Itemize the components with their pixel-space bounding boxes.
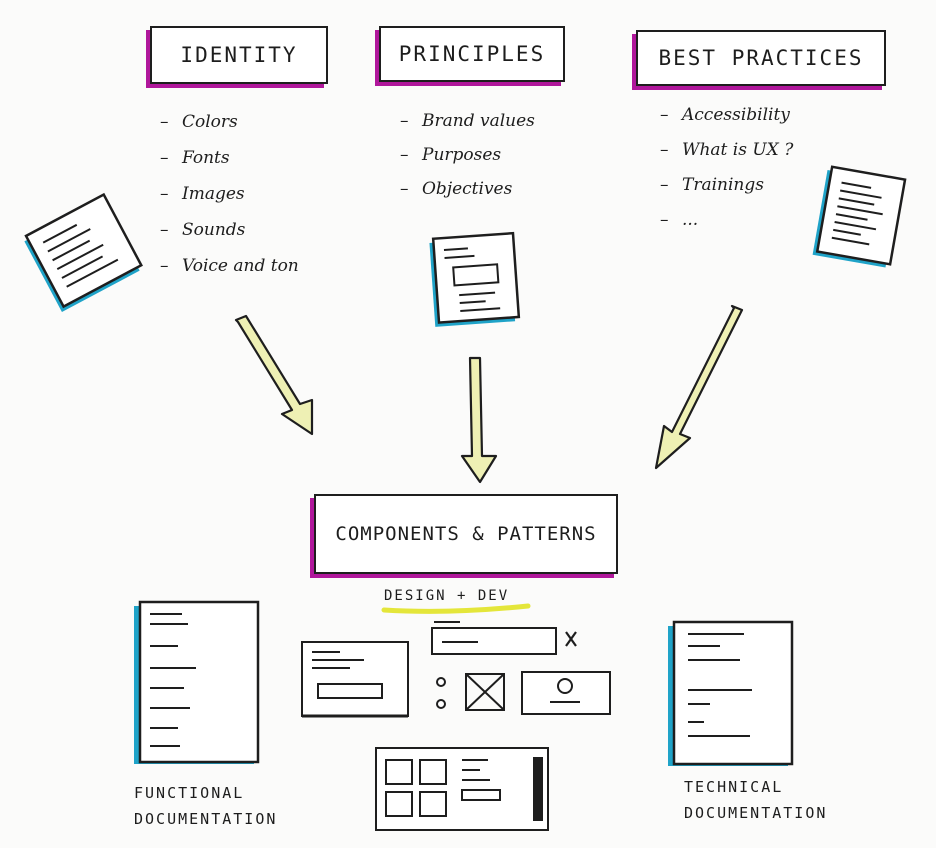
list-item: Purposes (400, 138, 535, 172)
principles-list: Brand values Purposes Objectives (400, 104, 535, 206)
list-item: Fonts (160, 140, 299, 176)
caption-line: FUNCTIONAL (134, 784, 245, 802)
scrollbar (533, 757, 543, 821)
document-icon (24, 192, 143, 312)
identity-list: Colors Fonts Images Sounds Voice and ton (160, 104, 299, 284)
caption-line: TECHNICAL (684, 778, 784, 796)
list-item: ... (660, 203, 793, 238)
document-icon (812, 165, 907, 268)
card-component (301, 641, 409, 718)
caption-line: DOCUMENTATION (134, 810, 278, 828)
list-item: What is UX ? (660, 133, 793, 168)
functional-document-icon (134, 600, 260, 764)
functional-doc-caption: FUNCTIONAL DOCUMENTATION (134, 780, 277, 832)
list-item: Voice and ton (160, 248, 299, 284)
radio-icon (436, 677, 446, 709)
best-practices-list: Accessibility What is UX ? Trainings ... (660, 98, 793, 238)
list-item: Colors (160, 104, 299, 140)
arrow-center (460, 356, 498, 484)
principles-title: PRiNCIPLES (379, 26, 565, 82)
arrow-left (234, 314, 314, 436)
best-practices-title: BEST PRACTICES (636, 30, 886, 86)
grid-panel-component (375, 747, 549, 831)
document-icon (429, 231, 521, 327)
list-item: Brand values (400, 104, 535, 138)
list-item: Images (160, 176, 299, 212)
technical-doc-caption: TECHNICAL DOCUMENTATION (684, 774, 827, 826)
search-input-component (431, 621, 557, 655)
identity-title: iDENTITY (150, 26, 328, 84)
technical-document-icon (668, 620, 794, 766)
close-icon (565, 631, 577, 647)
arrow-right (654, 304, 744, 470)
list-item: Objectives (400, 172, 535, 206)
caption-line: DOCUMENTATION (684, 804, 828, 822)
design-dev-subtitle: DESIGN + DEV (384, 588, 510, 604)
components-patterns-title: COMPONENTS & PATTERNS (314, 494, 618, 574)
avatar-icon (521, 671, 611, 715)
list-item: Accessibility (660, 98, 793, 133)
list-item: Sounds (160, 212, 299, 248)
subtitle-underline (381, 603, 531, 614)
list-item: Trainings (660, 168, 793, 203)
image-placeholder-icon (465, 673, 505, 711)
